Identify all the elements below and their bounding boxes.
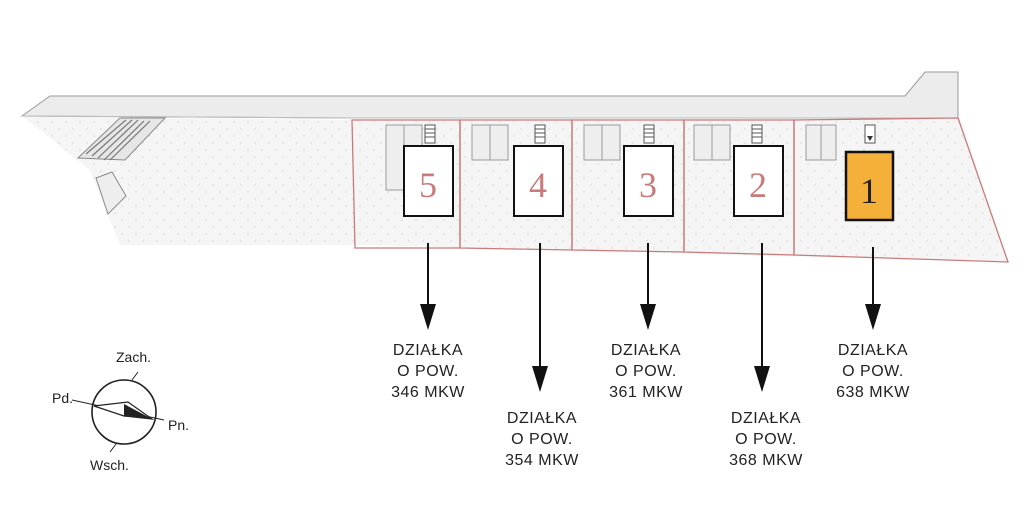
svg-text:O POW.: O POW.: [615, 363, 677, 380]
arrow-4-icon: [532, 243, 548, 392]
road-edge: [21, 115, 958, 119]
plot-number-5: 5: [419, 165, 437, 205]
plot-number-1: 1: [860, 171, 878, 211]
svg-text:DZIAŁKA: DZIAŁKA: [731, 410, 801, 427]
svg-text:DZIAŁKA: DZIAŁKA: [611, 342, 681, 359]
entrance-stairs: [424, 124, 876, 144]
compass-needle-tip-icon: [124, 404, 152, 419]
house-footprints: [403, 145, 895, 222]
ramp-stripes-icon: [85, 119, 151, 161]
house-4[interactable]: [513, 145, 564, 217]
compass-tick-west: [131, 371, 139, 381]
plot-label-2: DZIAŁKA O POW. 368 MKW: [729, 410, 803, 469]
svg-text:368 MKW: 368 MKW: [729, 452, 803, 469]
svg-text:O POW.: O POW.: [842, 363, 904, 380]
compass-label-west: Zach.: [116, 349, 151, 365]
arrow-1-icon: [865, 247, 881, 330]
svg-text:638 MKW: 638 MKW: [836, 384, 910, 401]
compass-label-north: Pn.: [168, 417, 189, 433]
svg-text:O POW.: O POW.: [397, 363, 459, 380]
stairs-3-icon: [643, 124, 655, 144]
road-strip: [20, 71, 959, 119]
plot-number-4: 4: [529, 165, 547, 205]
compass: Zach. Pd. Pn. Wsch.: [52, 349, 189, 473]
arrow-3-icon: [640, 243, 656, 330]
entrance-ramp: [76, 117, 167, 215]
stairs-4-icon: [534, 124, 546, 144]
plot-label-4: DZIAŁKA O POW. 354 MKW: [505, 410, 579, 469]
plot-boundaries: [351, 117, 1009, 263]
plot-arrows: [420, 243, 881, 392]
stairs-1-icon: [864, 124, 876, 144]
plot-outline-1: [793, 117, 1009, 263]
svg-text:O POW.: O POW.: [511, 431, 573, 448]
svg-text:DZIAŁKA: DZIAŁKA: [393, 342, 463, 359]
compass-label-south: Pd.: [52, 390, 73, 406]
access-road: [20, 71, 959, 119]
plot-number-3: 3: [639, 165, 657, 205]
house-3[interactable]: [623, 145, 674, 217]
ramp-bollard: [95, 171, 127, 215]
svg-text:354 MKW: 354 MKW: [505, 452, 579, 469]
plot-label-3: DZIAŁKA O POW. 361 MKW: [609, 342, 683, 401]
svg-text:346 MKW: 346 MKW: [391, 384, 465, 401]
stairs-2-icon: [751, 124, 763, 144]
house-2[interactable]: [733, 145, 784, 217]
plot-label-5: DZIAŁKA O POW. 346 MKW: [391, 342, 465, 401]
plot-labels: DZIAŁKA O POW. 346 MKW DZIAŁKA O POW. 35…: [391, 342, 910, 469]
svg-text:DZIAŁKA: DZIAŁKA: [507, 410, 577, 427]
svg-text:O POW.: O POW.: [735, 431, 797, 448]
arrow-5-icon: [420, 243, 436, 330]
stairs-5-icon: [424, 124, 436, 144]
plot-number-2: 2: [749, 165, 767, 205]
compass-label-east: Wsch.: [90, 457, 129, 473]
house-1[interactable]: [844, 150, 895, 222]
house-5[interactable]: [403, 145, 454, 217]
arrow-2-icon: [754, 243, 770, 392]
compass-tick-east: [109, 443, 117, 453]
svg-text:DZIAŁKA: DZIAŁKA: [838, 342, 908, 359]
plot-numbers: 5 4 3 2 1: [419, 165, 878, 211]
svg-text:361 MKW: 361 MKW: [609, 384, 683, 401]
plot-label-1: DZIAŁKA O POW. 638 MKW: [836, 342, 910, 401]
